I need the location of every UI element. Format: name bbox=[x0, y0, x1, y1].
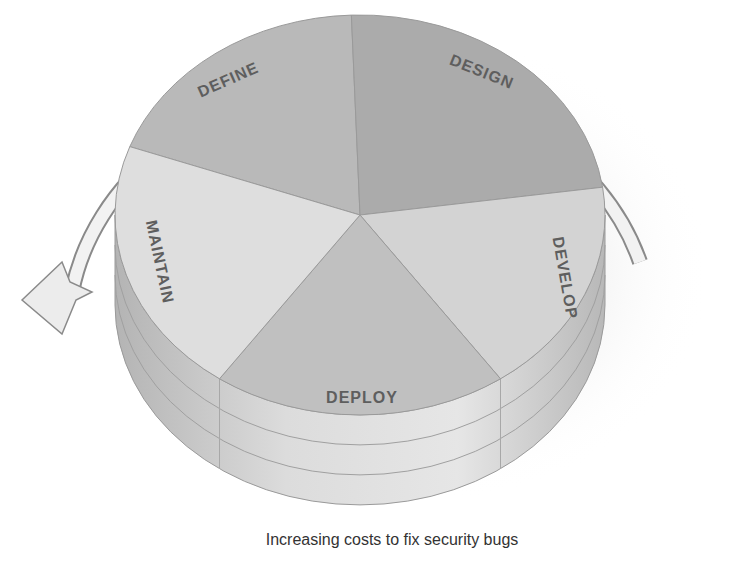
maintain-wedge bbox=[115, 147, 360, 379]
side-seam bbox=[219, 379, 220, 469]
design-wedge bbox=[351, 15, 602, 215]
cost-caption: Increasing costs to fix security bugs bbox=[266, 531, 519, 549]
side-seam bbox=[500, 379, 501, 469]
stage-name: DEPLOY bbox=[326, 389, 398, 406]
stage-wedge-label: DEPLOY bbox=[322, 387, 402, 409]
